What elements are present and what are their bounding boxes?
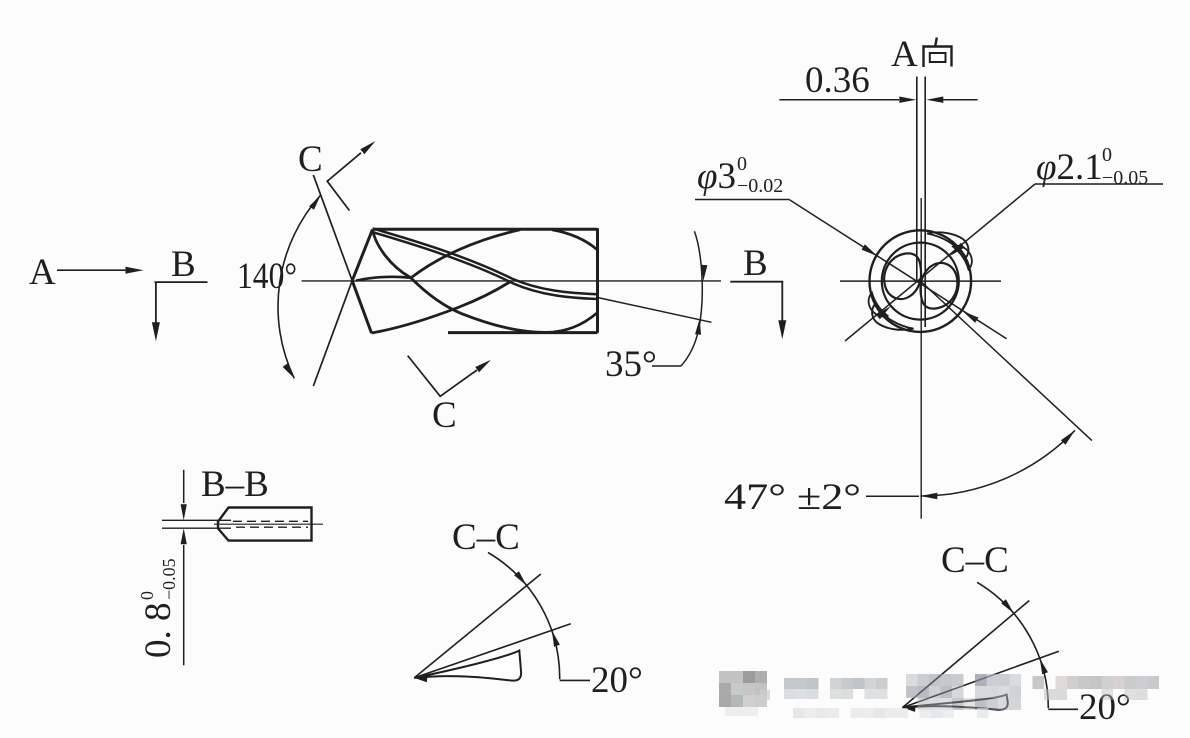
svg-text:A: A <box>891 34 918 75</box>
svg-text:35°: 35° <box>605 344 657 385</box>
svg-text:φ3: φ3 <box>697 156 736 197</box>
svg-text:20°: 20° <box>1079 687 1131 728</box>
svg-text:0. 8: 0. 8 <box>138 603 179 659</box>
svg-text:φ2.1: φ2.1 <box>1036 147 1103 188</box>
svg-text:C: C <box>298 139 323 180</box>
svg-text:47° ±2°: 47° ±2° <box>724 477 861 518</box>
svg-text:C–C: C–C <box>452 517 520 558</box>
svg-text:B: B <box>743 243 768 284</box>
svg-text:0: 0 <box>1102 144 1112 166</box>
svg-text:−0.05: −0.05 <box>159 558 179 600</box>
svg-text:−0.02: −0.02 <box>737 175 783 197</box>
svg-text:20°: 20° <box>591 660 643 701</box>
svg-text:0: 0 <box>737 153 747 175</box>
svg-text:C: C <box>432 395 457 436</box>
svg-text:B–B: B–B <box>201 464 269 505</box>
svg-text:140°: 140° <box>237 256 297 297</box>
svg-text:−0.05: −0.05 <box>1102 167 1148 189</box>
svg-text:0: 0 <box>137 591 157 600</box>
svg-text:0.36: 0.36 <box>805 60 870 101</box>
svg-text:C–C: C–C <box>941 540 1009 581</box>
svg-text:B: B <box>171 244 196 285</box>
svg-text:A: A <box>29 252 56 293</box>
